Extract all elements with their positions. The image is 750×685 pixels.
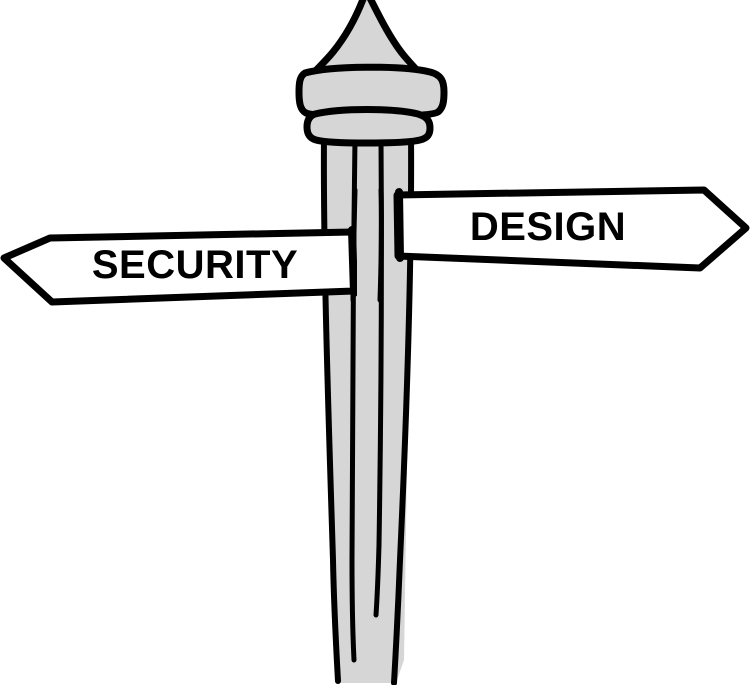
security-sign-group[interactable]: SECURITY: [0, 226, 358, 306]
security-sign-label: SECURITY: [92, 243, 298, 287]
post-front-overlay-group: [350, 187, 384, 303]
post-front-strip: [357, 190, 379, 300]
post-collar-upper: [295, 63, 448, 121]
post-collar-upper-group: [295, 63, 448, 121]
post-collar-lower-group: [303, 106, 434, 147]
post-front-strip-grain-left: [350, 187, 358, 303]
post-collar-lower: [303, 106, 434, 147]
design-sign-label: DESIGN: [470, 205, 626, 249]
design-sign-group[interactable]: DESIGN: [393, 186, 750, 272]
post-front-strip-grain-right: [377, 187, 384, 303]
design-sign-post-bracket: [395, 188, 404, 262]
